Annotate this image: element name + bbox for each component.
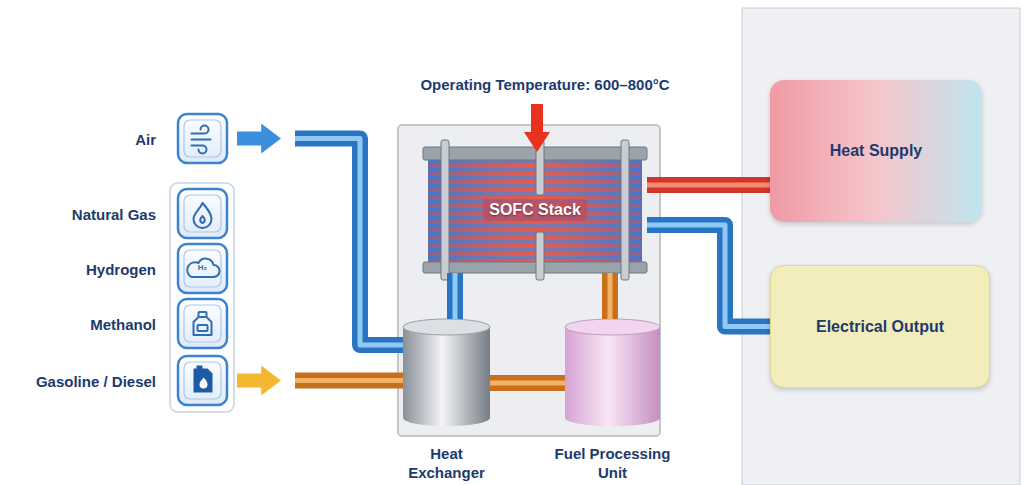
pipe-highlight bbox=[453, 273, 458, 319]
pipe-highlight bbox=[608, 273, 613, 319]
heat-exchanger: Heat Exchanger bbox=[403, 319, 490, 426]
pipe bbox=[295, 373, 403, 389]
pipe-connector bbox=[647, 225, 770, 327]
pipe-connector bbox=[647, 185, 770, 186]
fuel-cell-stack: SOFC Stack bbox=[423, 147, 647, 273]
system-housing bbox=[398, 125, 660, 436]
output-box: Heat Supply bbox=[770, 80, 982, 222]
node-label: Fuel Processing Unit bbox=[550, 444, 676, 482]
input-tile: Gasoline / Diesel bbox=[178, 356, 227, 405]
node-label: Natural Gas bbox=[72, 205, 156, 222]
pipe bbox=[647, 177, 770, 193]
fuel-processing-unit: Fuel Processing Unit bbox=[565, 319, 660, 426]
icon-tiles bbox=[178, 114, 227, 405]
output-box: Electrical Output bbox=[770, 265, 990, 388]
pipe bbox=[647, 225, 770, 327]
gas-icon bbox=[194, 203, 212, 228]
node-label: Methanol bbox=[90, 315, 156, 332]
input-tile: Natural Gas bbox=[178, 189, 227, 238]
pipe-highlight bbox=[647, 225, 770, 327]
input-tile: Methanol bbox=[178, 299, 227, 348]
node-label: Electrical Output bbox=[816, 318, 944, 336]
temperature-note: Operating Temperature: 600–800°C bbox=[420, 76, 669, 93]
pipe-highlight bbox=[295, 139, 403, 346]
sofc-stack-drawing bbox=[423, 140, 647, 280]
node-label: Heat Exchanger bbox=[399, 444, 495, 482]
pipe bbox=[490, 375, 565, 391]
pipe bbox=[602, 273, 618, 319]
icon-text: H₂ bbox=[198, 263, 207, 272]
input-tile: Air bbox=[178, 114, 227, 163]
pipe-connector bbox=[610, 273, 611, 319]
air-icon bbox=[192, 126, 211, 154]
pipe-highlight bbox=[490, 381, 565, 386]
heat-exchanger-drawing bbox=[403, 319, 490, 426]
methanol-icon bbox=[194, 312, 212, 335]
pipe bbox=[295, 139, 403, 346]
fuel-processor-drawing bbox=[565, 319, 660, 426]
pipe-connector bbox=[455, 273, 456, 319]
node-label: Heat Supply bbox=[830, 142, 922, 160]
pipe bbox=[447, 273, 463, 319]
fuel-can-icon bbox=[194, 366, 213, 393]
pipe-connector bbox=[237, 124, 403, 346]
pipe-highlight bbox=[647, 183, 770, 188]
node-label: Gasoline / Diesel bbox=[36, 372, 156, 389]
flow-arrow bbox=[237, 366, 281, 396]
node-label: Air bbox=[135, 130, 156, 147]
pipe-connector bbox=[237, 366, 403, 396]
node-label: Hydrogen bbox=[86, 260, 156, 277]
fuel-panel bbox=[170, 183, 234, 412]
heat-input-arrow bbox=[524, 104, 550, 152]
pipe-highlight bbox=[295, 378, 403, 383]
flow-arrow bbox=[237, 124, 281, 154]
node-label: SOFC Stack bbox=[483, 199, 587, 221]
pipe-connector bbox=[490, 383, 565, 384]
right-panel bbox=[742, 8, 1020, 485]
hydrogen-icon bbox=[187, 259, 219, 277]
tile-inner bbox=[184, 120, 221, 399]
